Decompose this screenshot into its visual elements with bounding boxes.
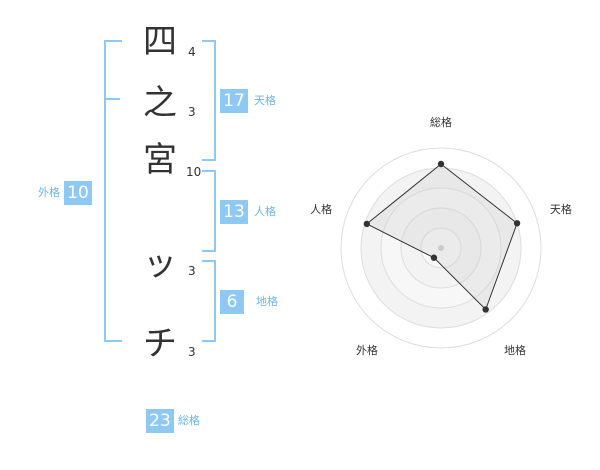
soukaku-label: 総格 (178, 414, 200, 427)
soukaku-value: 23 (146, 409, 174, 433)
radar-point (513, 220, 521, 227)
radar-axis-label: 総格 (430, 115, 452, 129)
stroke-count-5: 3 (188, 345, 196, 359)
stroke-count-4: 3 (188, 264, 196, 278)
stroke-count-3: 10 (186, 165, 202, 179)
radar-axis-label: 天格 (550, 202, 572, 216)
name-char-5: チ (143, 324, 177, 364)
chikaku-label: 地格 (256, 295, 278, 308)
chikaku-group: 6 地格 (220, 290, 278, 314)
tenkaku-group: 17 天格 (220, 89, 276, 113)
radar-axis-label: 地格 (504, 343, 526, 357)
name-char-4: ッ (143, 244, 177, 284)
gaikaku-group: 外格 10 (38, 181, 92, 205)
radar-center (438, 245, 444, 251)
radar-polygon (365, 163, 518, 311)
radar-axis-label: 外格 (356, 343, 378, 357)
jinkaku-bracket (202, 170, 216, 252)
chikaku-value: 6 (220, 290, 244, 314)
tenkaku-bracket (202, 40, 216, 161)
stroke-count-2: 3 (188, 105, 196, 119)
radar-point (437, 160, 445, 168)
gaikaku-label: 外格 (38, 186, 60, 199)
chikaku-bracket (202, 260, 216, 342)
gaikaku-value: 10 (64, 181, 92, 205)
tenkaku-label: 天格 (254, 94, 276, 107)
name-char-3: 宮 (143, 140, 177, 180)
tenkaku-value: 17 (220, 89, 248, 113)
radar-axis-label: 人格 (310, 202, 332, 216)
radar-point (430, 254, 438, 261)
name-char-1: 四 (143, 22, 177, 62)
name-char-2: 之 (143, 83, 177, 123)
gaikaku-bracket (104, 40, 122, 342)
jinkaku-value: 13 (220, 200, 248, 224)
soukaku-group: 23 総格 (146, 409, 200, 433)
jinkaku-label: 人格 (254, 205, 276, 218)
jinkaku-group: 13 人格 (220, 200, 276, 224)
radar-point (482, 306, 489, 313)
gaikaku-bracket-mid (104, 98, 120, 100)
stroke-count-1: 4 (188, 45, 196, 59)
radar-point (363, 220, 371, 228)
